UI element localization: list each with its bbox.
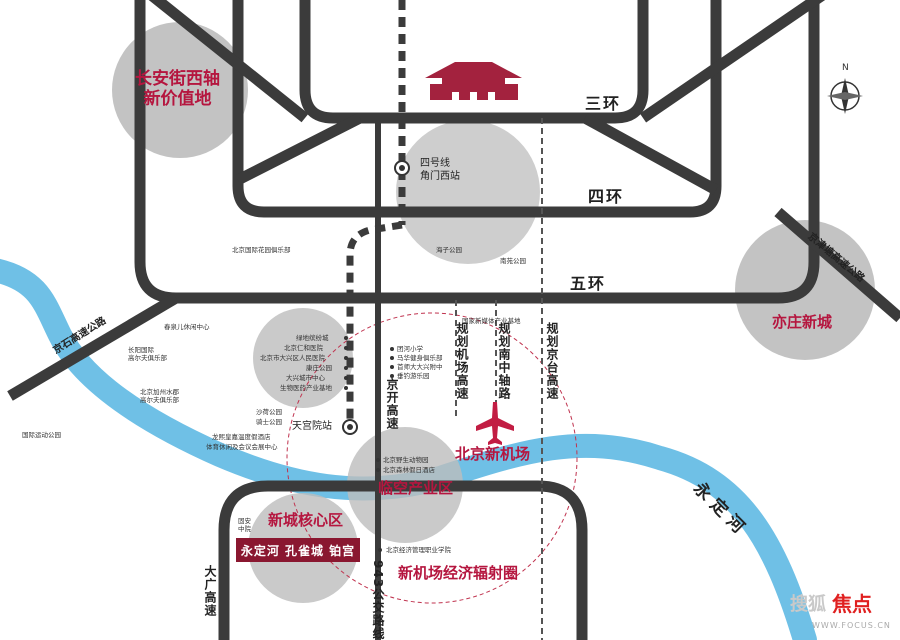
poi-college: 北京经济管理职业学院 bbox=[386, 546, 451, 554]
station-label-tiangongyuan: 天宫院站 bbox=[292, 421, 332, 432]
poi-nanyuan-park: 南苑公园 bbox=[500, 257, 526, 265]
diagonal-road-inner-left bbox=[235, 113, 363, 185]
poi-mid-list-3: 首师大大兴附中 bbox=[397, 363, 443, 371]
poi-dot-icon bbox=[344, 336, 394, 552]
jingshi-expressway bbox=[7, 293, 179, 401]
poi-chunquan: 春泉儿休闲中心 bbox=[164, 323, 210, 331]
poi-jiazhou-golf: 北京加州水郡 高尔夫俱乐部 bbox=[140, 388, 179, 405]
metro-station-icon[interactable] bbox=[394, 160, 410, 176]
airplane-icon bbox=[476, 402, 514, 445]
poi-forest-hotel: 北京森林假日酒店 bbox=[383, 466, 435, 474]
palace-icon bbox=[425, 62, 522, 100]
zone-circle-changan bbox=[112, 22, 248, 158]
jingjintang-expressway bbox=[774, 207, 900, 323]
label-jingtai: 规划京台高速 bbox=[545, 322, 559, 400]
poi-media-base: 国家新媒体产业基地 bbox=[462, 317, 521, 325]
diagonal-road-inner-right bbox=[582, 113, 719, 195]
poi-left-list-2: 北京仁和医院 bbox=[284, 344, 323, 352]
poi-garden-club: 北京国际花园俱乐部 bbox=[232, 246, 291, 254]
zone-circle-daxing bbox=[253, 308, 353, 408]
poi-mid-list-4: 垂钓游乐园 bbox=[397, 372, 430, 380]
poi-haizi-park: 海子公园 bbox=[436, 246, 462, 254]
label-south-axis: 规划南中轴路 bbox=[497, 322, 511, 400]
label-jingkai: 京开高速 bbox=[385, 378, 399, 430]
zone-label-linkong: 临空产业区 bbox=[378, 479, 454, 497]
fourth-ring-label: 四环 bbox=[588, 187, 625, 206]
poi-changyang-golf: 长阳国际 高尔夫俱乐部 bbox=[128, 346, 167, 363]
fifth-ring-road bbox=[134, 0, 820, 304]
poi-guan: 固安 中院 bbox=[238, 517, 251, 534]
poi-left-list-3: 北京市大兴区人民医院 bbox=[260, 354, 325, 362]
fifth-ring-label: 五环 bbox=[570, 274, 607, 293]
poi-left-list-6: 生物医药产业基地 bbox=[280, 384, 332, 392]
poi-left-list-5: 大兴城市中心 bbox=[286, 374, 325, 382]
poi-mid-list-1: 团河小学 bbox=[397, 345, 423, 353]
metro-station-icon[interactable] bbox=[342, 419, 358, 435]
poi-left-list-4: 康庄公园 bbox=[306, 364, 332, 372]
label-airport-highway: 规划机场高速 bbox=[455, 322, 469, 400]
station-label-jiaomenxi: 四号线 角门西站 bbox=[420, 158, 460, 182]
poi-longxi-hotel: 龙熙皇嘉温度假酒店 bbox=[212, 433, 271, 441]
label-daguang: 大广高速 bbox=[203, 565, 217, 617]
compass-north-label: N bbox=[842, 63, 849, 73]
poi-left-list-1: 绿地缤纷城 bbox=[296, 334, 329, 342]
diagonal-road-left bbox=[148, 0, 309, 123]
poi-qishi-park: 骑士公园 bbox=[256, 418, 282, 426]
third-ring-road bbox=[299, 0, 649, 124]
zone-circle-line4 bbox=[396, 120, 540, 264]
zone-label-xincheng: 新城核心区 bbox=[268, 511, 344, 529]
zone-label-yizhuang: 亦庄新城 bbox=[772, 313, 833, 331]
fourth-ring-road bbox=[232, 0, 722, 218]
poi-sport-park: 国际运动公园 bbox=[22, 431, 61, 439]
watermark-url: WWW.FOCUS.CN bbox=[812, 621, 891, 630]
diagonal-road-right bbox=[639, 0, 826, 123]
label-bus943: 943公交路线 bbox=[371, 560, 385, 640]
poi-wildlife-park: 北京野生动物园 bbox=[383, 456, 429, 464]
zone-label-changan: 长安街西轴 新价值地 bbox=[135, 69, 220, 109]
radiation-circle bbox=[286, 312, 578, 604]
watermark-brand: 搜狐 bbox=[790, 594, 826, 615]
tiangong-south-ring bbox=[218, 480, 588, 640]
poi-sports-center: 体育休闲及会议会展中心 bbox=[206, 443, 278, 451]
project-badge[interactable]: 永定河 孔雀城 铂宫 bbox=[236, 538, 360, 562]
compass-icon bbox=[827, 78, 863, 114]
poi-mid-list-2: 马华健身俱乐部 bbox=[397, 354, 443, 362]
zone-label-radiation: 新机场经济辐射圈 bbox=[398, 564, 519, 582]
poi-shahe-park: 沙荷公园 bbox=[256, 408, 282, 416]
third-ring-label: 三环 bbox=[585, 94, 622, 113]
watermark-brand2: 焦点 bbox=[832, 592, 872, 616]
zone-label-airport: 北京新机场 bbox=[455, 445, 531, 463]
